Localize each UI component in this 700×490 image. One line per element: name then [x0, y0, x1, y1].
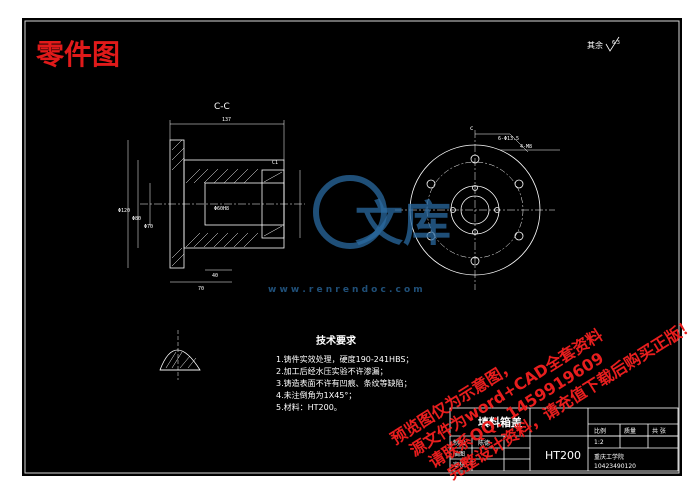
dim-bottom-small: 40 — [212, 273, 218, 279]
dim-overall-length: 137 — [222, 117, 231, 123]
col-label-2: 质量 — [624, 427, 636, 435]
row-label-1: 制图 — [453, 439, 465, 447]
tech-item-3: 3.铸造表面不许有凹痕、条纹等缺陷； — [276, 378, 412, 388]
roughness-value: 6.3 — [612, 40, 620, 46]
dim-chamfer: C1 — [272, 160, 278, 166]
dim-thread: 4-M8 — [520, 144, 532, 150]
roughness-note: 其余 — [587, 40, 603, 50]
dim-bottom-length: 70 — [198, 286, 204, 292]
part-name: 填料箱盖 — [478, 415, 522, 429]
title-block — [449, 407, 679, 472]
watermark-logo-text: 文库 — [355, 196, 451, 252]
tech-list: 1.铸件实效处理，硬度190-241HBS； 2.加工后经水压实验不许渗漏； 3… — [276, 354, 414, 412]
scale-value: 1:2 — [594, 439, 604, 446]
row-label-2: 描图 — [453, 450, 465, 458]
material-label: HT200 — [545, 449, 581, 462]
school-name: 重庆工学院 — [594, 453, 624, 461]
tech-item-4: 4.未注倒角为1X45°； — [276, 390, 356, 400]
dim-right-holes: 6-Φ13.5 — [498, 136, 519, 142]
roughness-symbol-icon — [605, 36, 620, 52]
section-hatching — [171, 139, 283, 267]
dim-phi-80: Φ80 — [132, 216, 141, 222]
tech-heading: 技术要求 — [316, 334, 357, 347]
watermark-logo-icon — [313, 175, 387, 249]
drafter-name: 陈德 — [478, 439, 490, 447]
end-view — [395, 130, 560, 290]
detail-hatching — [165, 351, 197, 369]
dim-bore: Φ60H8 — [214, 206, 229, 212]
section-label: C-C — [214, 102, 230, 112]
sheet-border — [24, 20, 680, 474]
section-view — [140, 139, 305, 269]
row-label-3: 审核 — [453, 461, 465, 469]
col-label-3: 共 张 — [652, 427, 666, 435]
watermark-url: w w w . r e n r e n d o c . c o m — [268, 285, 423, 295]
col-label-1: 比例 — [594, 427, 606, 435]
section-dimensions — [127, 120, 301, 283]
dim-phi-70: Φ70 — [144, 224, 153, 230]
brand-title: 零件图 — [36, 38, 120, 71]
detail-view — [159, 330, 201, 380]
dim-phi-outer: Φ120 — [118, 208, 130, 214]
cut-plane-marker: c — [470, 125, 473, 132]
tech-item-5: 5.材料：HT200。 — [276, 402, 342, 412]
student-id: 10423490120 — [594, 463, 636, 470]
tech-item-1: 1.铸件实效处理，硬度190-241HBS； — [276, 354, 414, 364]
tech-item-2: 2.加工后经水压实验不许渗漏； — [276, 366, 388, 376]
